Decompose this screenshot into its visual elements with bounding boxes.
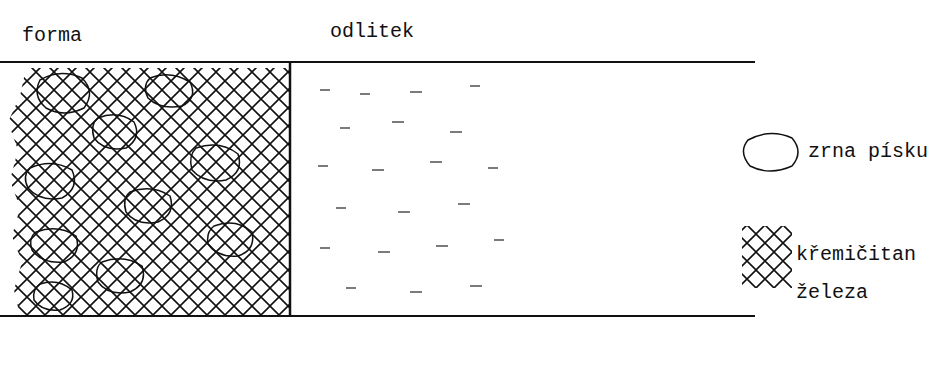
metal-dashes: [318, 86, 504, 292]
legend-text: křemičitan železa: [796, 236, 928, 312]
legend-text: zrna písku: [808, 140, 928, 164]
boundary-lines: [0, 62, 755, 316]
iron-silicate-hatching: [0, 64, 290, 316]
region-label: odlitek: [330, 20, 414, 44]
iron-silicate-swatch: [742, 226, 792, 288]
region-label: forma: [22, 24, 82, 48]
sand-grain-swatch: [743, 133, 798, 171]
sand-grains: [25, 73, 252, 310]
